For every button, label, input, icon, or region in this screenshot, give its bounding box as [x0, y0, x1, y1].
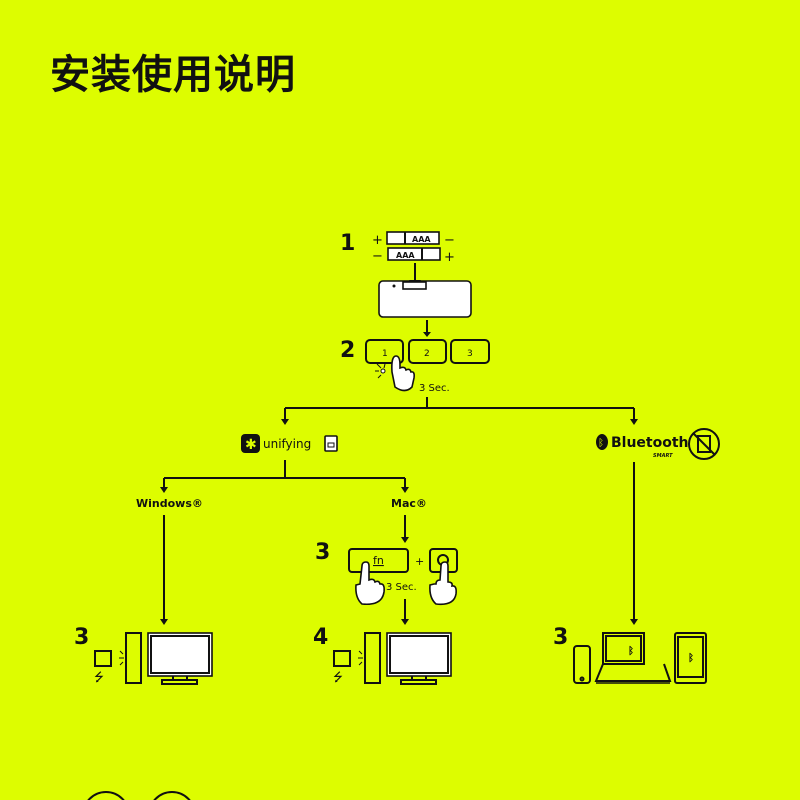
bluetooth-devices-icon: ᛒ ᛒ: [573, 632, 707, 684]
pressing-finger-icon: [375, 355, 415, 392]
battery-icon: + AAA − − AAA +: [372, 231, 455, 265]
channel-key-1: 1: [365, 339, 404, 364]
mac-label: Mac®: [391, 497, 427, 510]
windows-label: Windows®: [136, 497, 203, 510]
step-3-mac-number: 3: [315, 540, 330, 565]
desktop-mac-icon: ⭍: [333, 632, 452, 685]
desktop-pc-icon: ⭍: [94, 632, 213, 685]
keyboard-icon: [378, 280, 472, 318]
no-receiver-icon: [688, 428, 720, 460]
step-1-number: 1: [340, 231, 355, 256]
page-title: 安装使用说明: [50, 52, 296, 98]
bluetooth-smart-logo: ᛒ Bluetooth SMART: [596, 434, 689, 459]
step-2-number: 2: [340, 338, 355, 363]
svg-text:Bluetooth: Bluetooth: [611, 435, 689, 451]
fn-key: fn: [348, 548, 409, 573]
channel-key-3: 3: [450, 339, 490, 364]
svg-text:ᛒ: ᛒ: [598, 438, 604, 449]
svg-text:ᛒ: ᛒ: [688, 652, 694, 664]
step-4-mac-number: 4: [313, 625, 328, 650]
channel-key-2: 2: [408, 339, 447, 364]
hold-time-label: 3 Sec.: [419, 383, 450, 394]
svg-text:+: +: [372, 233, 383, 248]
svg-text:ᛒ: ᛒ: [628, 645, 634, 657]
svg-text:SMART: SMART: [653, 453, 673, 459]
svg-text:✱: ✱: [245, 437, 257, 453]
usb-receiver-icon: [324, 435, 338, 452]
svg-text:2: 2: [424, 349, 430, 359]
pressing-finger-icon: [355, 561, 457, 606]
partial-circle-icon: [153, 791, 191, 800]
partial-circle-icon: [87, 791, 125, 800]
svg-text:−: −: [444, 233, 455, 248]
svg-text:fn: fn: [373, 554, 384, 567]
plus-sign: +: [415, 555, 424, 568]
svg-text:+: +: [444, 250, 455, 265]
step-3-windows-number: 3: [74, 625, 89, 650]
step-3-bluetooth-number: 3: [553, 625, 568, 650]
svg-text:−: −: [372, 249, 383, 264]
svg-text:AAA: AAA: [412, 235, 431, 244]
svg-text:1: 1: [382, 349, 388, 359]
svg-text:⭍: ⭍: [333, 670, 343, 684]
unifying-logo: ✱ unifying: [241, 434, 311, 453]
hold-time-mac-label: 3 Sec.: [386, 582, 417, 593]
svg-text:AAA: AAA: [396, 251, 415, 260]
svg-text:unifying: unifying: [263, 437, 311, 451]
svg-text:3: 3: [467, 349, 473, 359]
svg-text:⭍: ⭍: [94, 670, 104, 684]
